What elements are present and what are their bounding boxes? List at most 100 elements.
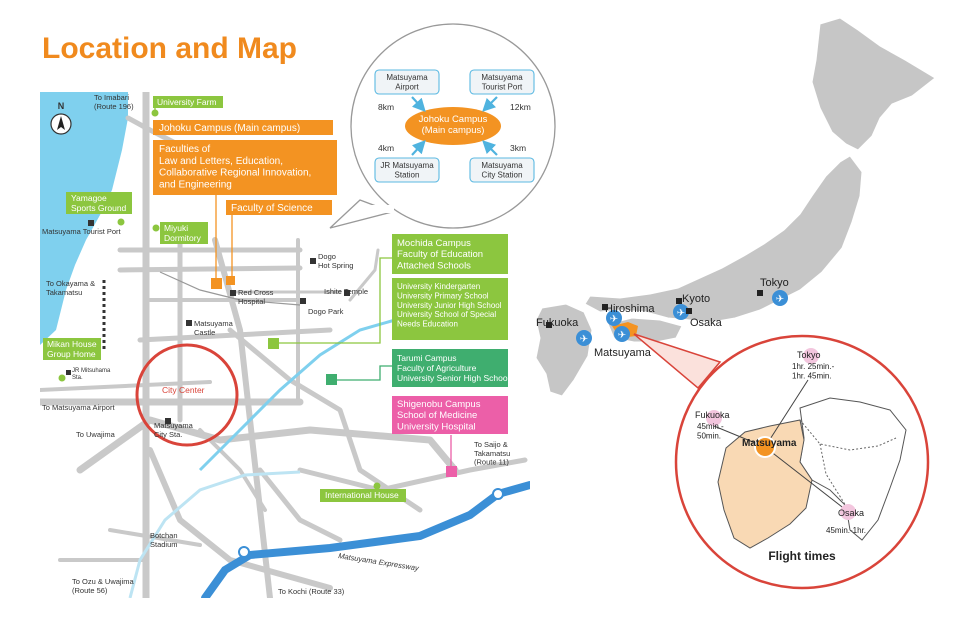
box-connectors [154,101,452,466]
label-kochi: To Kochi (Route 33) [278,587,345,596]
inset-pointer [633,333,722,390]
international-dot [373,482,381,490]
mochida-marker [268,338,279,349]
airplane-icon [673,304,689,320]
route-osaka-time: 45min.-1hr. [826,526,866,535]
mikan-box [43,338,101,360]
route-fukuoka-time: 45min.-50min. [697,422,724,440]
svg-text:✈: ✈ [610,314,618,325]
shigenobu-box [392,396,508,434]
inset-caption: Flight times [768,549,836,563]
route-fukuoka-city: Fukuoka [695,410,730,420]
distance-tourist-port: 12km [510,102,531,112]
city-marker [686,308,692,314]
faculties-box [153,140,337,195]
airplane-icon [606,310,622,326]
city-hiroshima: Hiroshima [605,303,655,315]
city-fukuoka: Fukuoka [536,317,579,329]
label-airport: To Matsuyama Airport [42,403,115,412]
landmark-marker [300,298,306,304]
farm-label: University Farm [157,97,217,107]
japan-city-labels: Tokyo Kyoto Osaka Hiroshima Fukuoka Mats… [536,277,789,359]
tokyo-dot [803,348,819,364]
city-osaka: Osaka [690,317,723,329]
johoku-box [153,120,333,135]
tarumi-box [392,349,508,387]
city-marker [757,290,763,296]
flight-inset: Matsuyama Tokyo 1hr. 25min.-1hr. 45min. … [633,333,930,590]
bubble-center-label: Johoku Campus(Main campus) [419,114,488,136]
landmark-marker [165,418,171,424]
city-matsuyama: Matsuyama [594,347,652,359]
compass: N [50,101,72,135]
label-tourist-port: Matsuyama Tourist Port [42,227,122,236]
page-title: Location and Map [42,32,297,65]
japan-map [535,17,936,397]
distance-airport: 8km [378,102,394,112]
river-shigenobu [128,470,301,598]
mikan-dot [58,374,66,382]
label-saijo: To Saijo &Takamatsu(Route 11) [474,440,510,467]
science-box [226,200,332,215]
label-okayama: To Okayama &Takamatsu [46,279,95,297]
route-tokyo-city: Tokyo [797,350,821,360]
yamagoe-box [66,192,132,214]
landmark-marker [186,320,192,326]
tram-line [159,271,301,306]
landmark-marker [310,258,316,264]
bubble-item-jr [374,157,440,183]
label-ozu: To Ozu & Uwajima(Route 56) [72,577,135,595]
yamagoe-dot [117,218,125,226]
airplane-icon [576,330,592,346]
landmark-marker [344,290,350,296]
label-ishite-temple: Ishite Temple [324,287,368,296]
interchange-marker [238,546,250,558]
city-center-circle [135,343,239,447]
svg-text:✈: ✈ [580,334,588,345]
svg-text:✈: ✈ [776,294,784,305]
bubble-item-city-station [469,157,535,183]
miyuki-dot [152,224,160,232]
tarumi-marker [326,374,337,385]
landmark-marker [88,220,94,226]
label-uwajima: To Uwajima [76,430,116,439]
fukuoka-dot [706,410,722,426]
city-marker [602,304,608,310]
bubble-item-tourist-port [469,69,535,95]
miyuki-box [160,222,208,244]
route-tokyo-time: 1hr. 25min.-1hr. 45min. [792,362,835,380]
international-box [320,489,406,502]
japan-airports: ✈ ✈ ✈ ✈ ✈ [546,290,788,346]
inset-center-label: Matsuyama [742,438,797,449]
shigenobu-marker [446,466,457,477]
distance-city-station: 3km [510,143,526,153]
johoku-marker [226,276,235,285]
river-ishite [198,318,396,472]
hokkaido [811,17,936,151]
north-label: N [58,101,65,111]
label-city-center: City Center [162,385,205,395]
svg-text:✈: ✈ [618,330,626,341]
osaka-dot [840,504,856,520]
matsuyama-marker [754,436,776,458]
info-boxes: University Farm Johoku Campus (Main camp… [43,96,510,502]
